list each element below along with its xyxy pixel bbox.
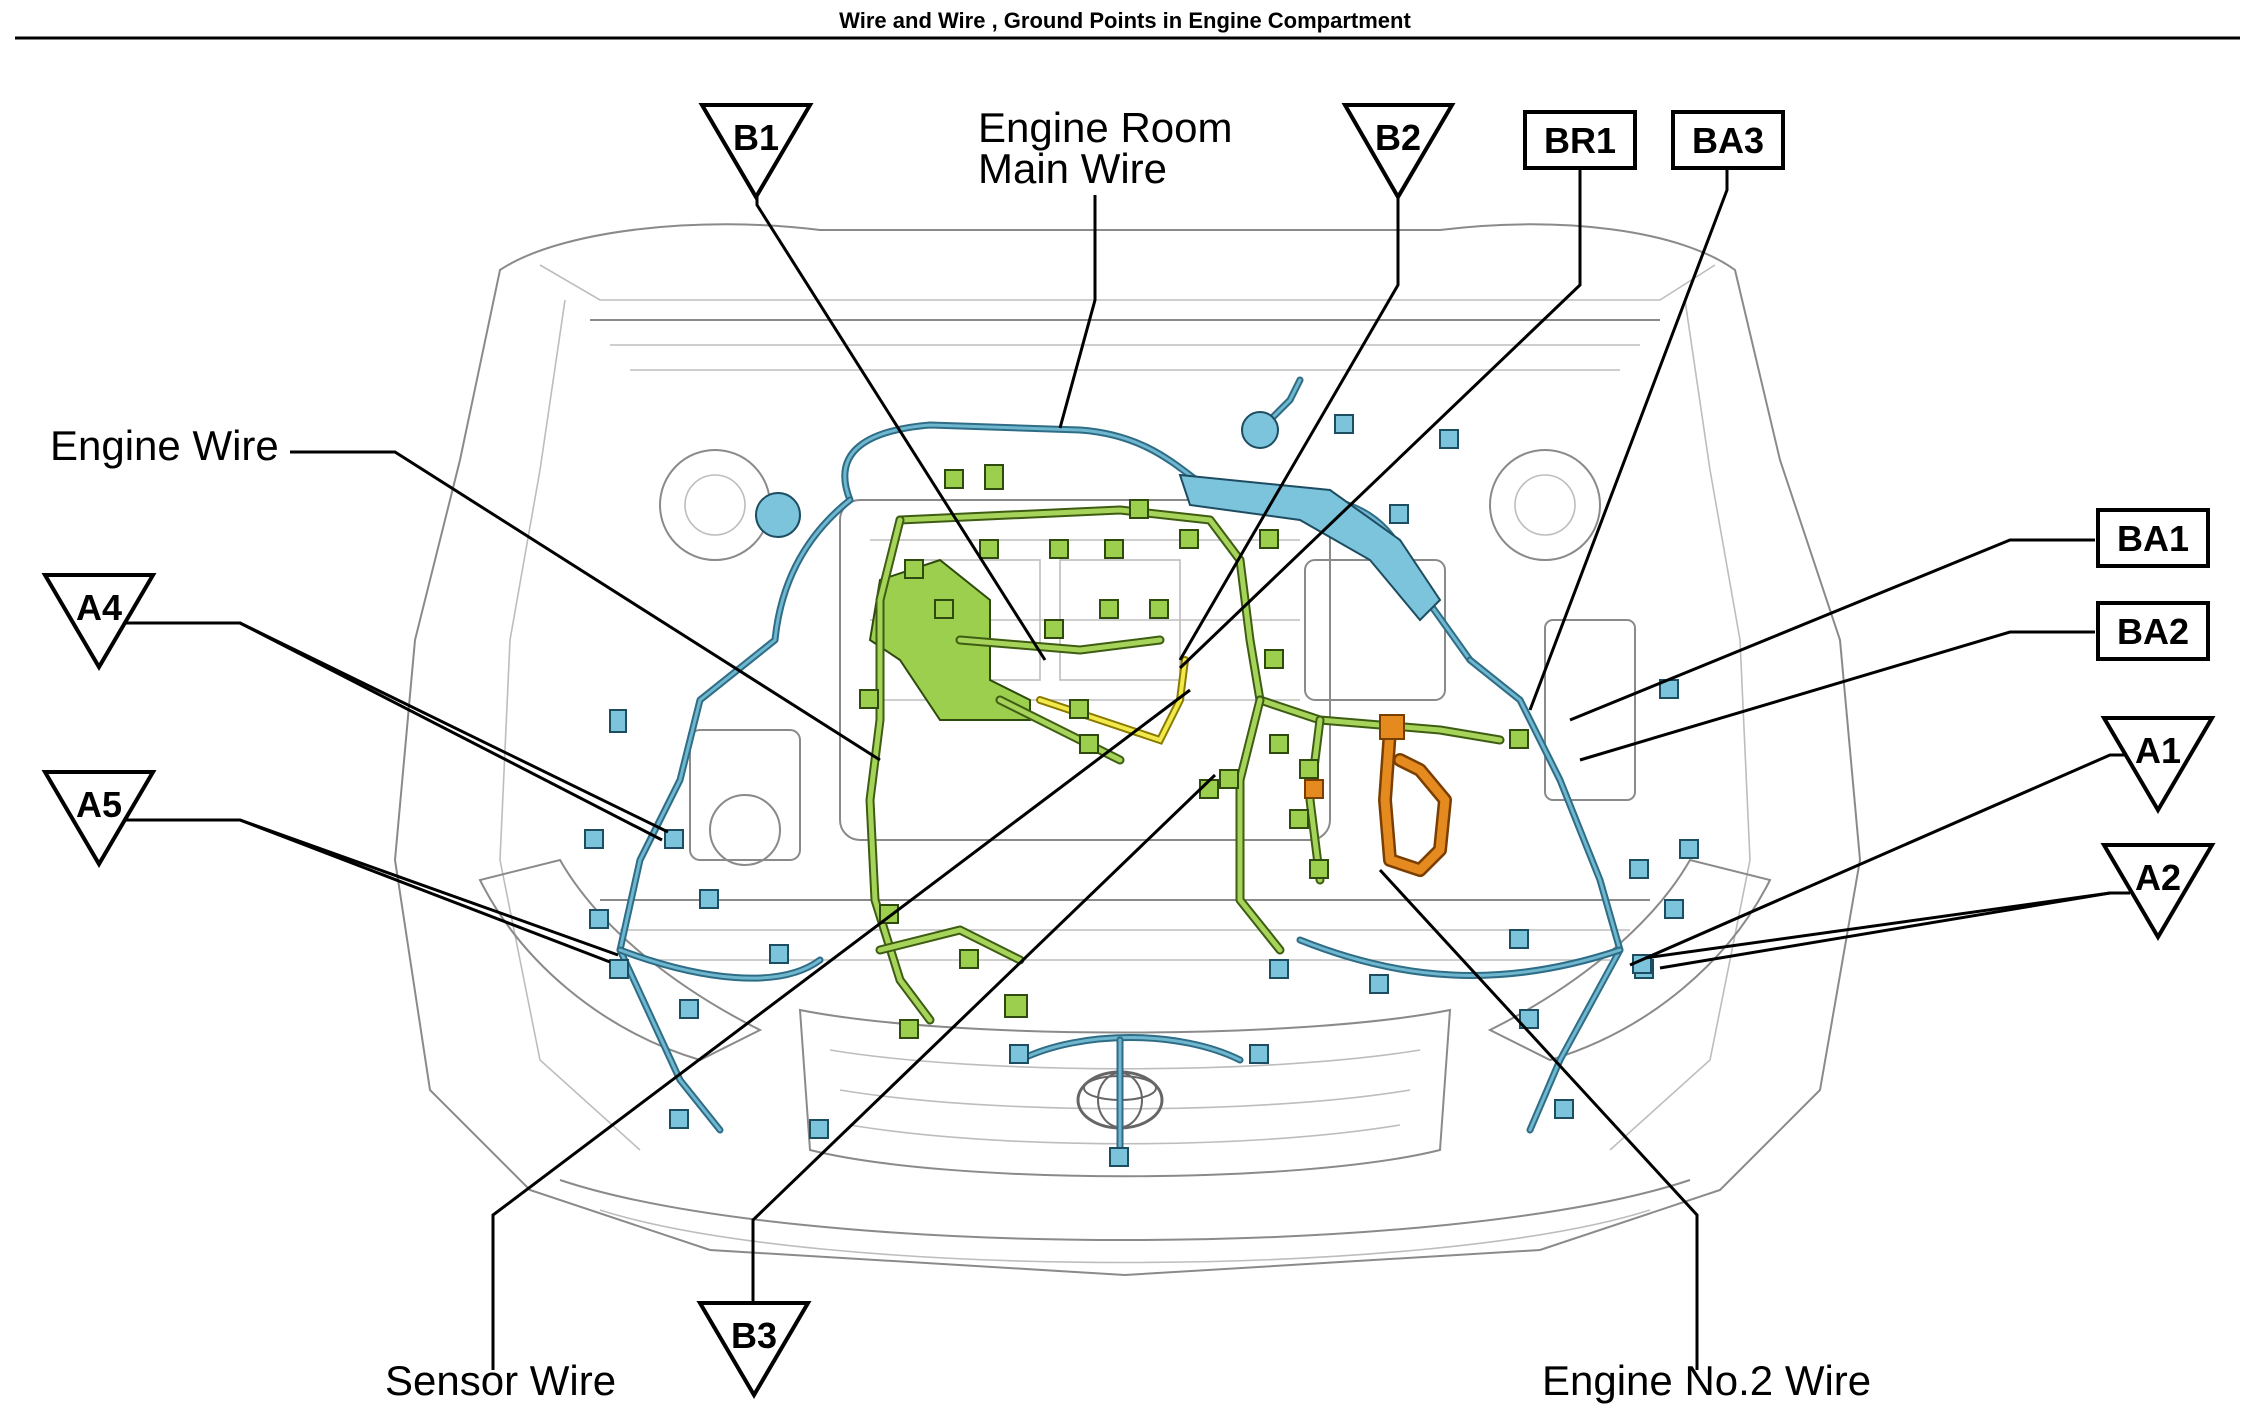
ground-point-triangle-icon	[41, 770, 157, 868]
junction-connector-ba1: BA1	[2096, 508, 2210, 568]
page-title: Wire and Wire , Ground Points in Engine …	[839, 8, 1411, 33]
ground-point-triangle-icon	[2100, 843, 2216, 941]
ground-point-a5-label: A5	[76, 784, 122, 825]
junction-connector-ba3: BA3	[1671, 110, 1785, 170]
ground-point-triangle-icon	[41, 573, 157, 671]
ground-point-a1: A1	[2100, 716, 2216, 814]
ground-point-a4: A4	[41, 573, 157, 671]
ground-point-b2-label: B2	[1375, 117, 1421, 158]
engine-no2-wire-harness	[1304, 714, 1452, 877]
junction-connector-br1: BR1	[1523, 110, 1637, 170]
ground-point-a2-label: A2	[2135, 857, 2181, 898]
junction-connector-ba2-label: BA2	[2117, 611, 2189, 652]
leader-lines	[120, 165, 2130, 1370]
ground-point-a4-label: A4	[76, 587, 122, 628]
front-grille	[798, 1008, 1452, 1178]
junction-connector-box-icon	[2096, 601, 2210, 661]
blue-connectors	[584, 414, 1699, 1167]
sensor-wire-label: Sensor Wire	[385, 1357, 616, 1404]
engine-wire-label: Engine Wire	[50, 422, 279, 469]
ground-point-triangle-icon	[1341, 103, 1456, 201]
junction-connector-box-icon	[2096, 508, 2210, 568]
ground-point-b1-label: B1	[733, 117, 779, 158]
ground-point-triangle-icon	[696, 1301, 812, 1399]
ground-point-triangle-icon	[698, 103, 814, 201]
junction-connector-box-icon	[1671, 110, 1785, 170]
junction-connector-ba3-label: BA3	[1692, 120, 1764, 161]
junction-connector-box-icon	[1523, 110, 1637, 170]
ground-point-b2: B2	[1341, 103, 1456, 201]
ground-point-triangle-icon	[2100, 716, 2216, 814]
ground-point-b3-label: B3	[731, 1315, 777, 1356]
ground-point-b3: B3	[696, 1301, 812, 1399]
green-connectors	[859, 464, 1529, 1039]
engine-room-main-wire-label: Engine Room	[978, 104, 1232, 151]
left-strut-tower	[659, 449, 771, 561]
right-strut-tower	[1489, 449, 1601, 561]
engine-no2-wire-label: Engine No.2 Wire	[1542, 1357, 1871, 1404]
right-headlight	[1487, 858, 1772, 1062]
junction-connector-ba2: BA2	[2096, 601, 2210, 661]
ground-point-b1: B1	[698, 103, 814, 201]
ground-point-a2: A2	[2100, 843, 2216, 941]
engine-wire-harness	[865, 505, 1505, 1025]
vehicle-outline	[393, 223, 1862, 1277]
engine-room-main-wire-label-line2: Main Wire	[978, 145, 1167, 192]
engine-room-main-wire-harness	[616, 376, 1624, 1154]
ground-point-a5: A5	[41, 770, 157, 868]
junction-connector-ba1-label: BA1	[2117, 518, 2189, 559]
ground-point-a1-label: A1	[2135, 730, 2181, 771]
junction-connector-br1-label: BR1	[1544, 120, 1616, 161]
